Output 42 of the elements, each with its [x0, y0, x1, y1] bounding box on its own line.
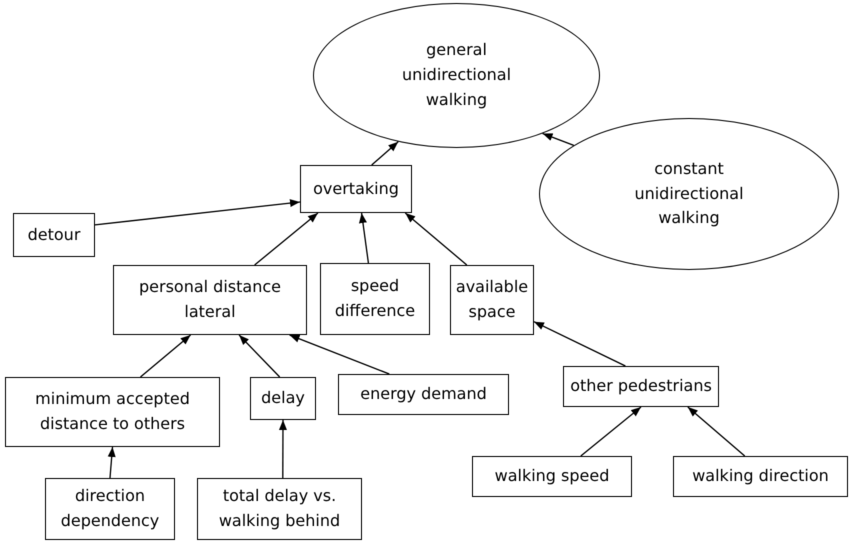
process-box: [320, 263, 430, 335]
node-label: delay: [261, 387, 305, 410]
arrow: [140, 334, 192, 378]
arrow: [404, 212, 468, 266]
process-box: [450, 265, 534, 335]
process-box: [338, 374, 509, 415]
arrow: [358, 212, 370, 264]
arrow: [534, 321, 626, 367]
process-box: [13, 213, 95, 257]
node-label: total delay vs. walking behind: [218, 485, 342, 532]
process-box: [300, 165, 412, 213]
arrow: [238, 334, 280, 378]
node-label: general unidirectional walking: [400, 39, 512, 111]
process-box: [113, 265, 307, 335]
arrow: [371, 141, 399, 166]
process-box: [673, 456, 848, 497]
process-box: [45, 478, 175, 540]
node-label: personal distance lateral: [138, 276, 282, 323]
process-box: [250, 377, 316, 420]
arrow: [289, 334, 390, 375]
arrow: [254, 212, 318, 266]
arrow: [94, 199, 300, 226]
node-label: speed difference: [334, 275, 416, 322]
node-label: walking direction: [692, 465, 829, 488]
node-label: overtaking: [313, 178, 399, 200]
process-box: [472, 456, 632, 497]
arrow: [580, 406, 642, 456]
process-box: [563, 366, 719, 407]
node-label: walking speed: [494, 465, 610, 488]
arrow: [278, 420, 287, 478]
node-label: direction dependency: [60, 485, 160, 532]
process-box: [5, 377, 220, 447]
node-label: other pedestrians: [570, 375, 712, 398]
arrow: [108, 446, 116, 478]
node-label: constant unidirectional walking: [633, 158, 745, 230]
node-label: minimum accepted distance to others: [34, 388, 191, 435]
node-label: available space: [454, 276, 530, 323]
arrow: [542, 132, 574, 146]
arrow: [687, 406, 746, 456]
node-label: detour: [28, 224, 80, 246]
node-label: energy demand: [360, 383, 487, 406]
process-box: [197, 478, 362, 540]
